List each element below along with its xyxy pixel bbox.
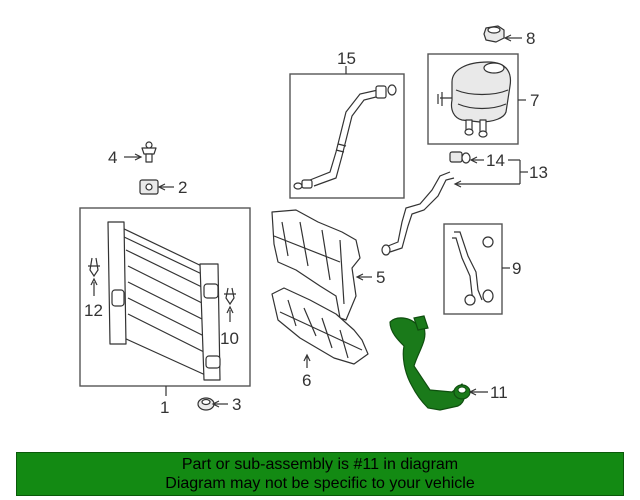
tank-part-7[interactable]: [427, 53, 519, 145]
fastener-part-4[interactable]: [141, 141, 157, 163]
hose-part-13[interactable]: [381, 171, 455, 256]
label-1: 1: [160, 398, 169, 417]
label-10: 10: [220, 329, 239, 348]
banner-line-1: Part or sub-assembly is #11 in diagram: [181, 456, 459, 473]
label-8: 8: [526, 29, 535, 48]
grommet-part-3[interactable]: [197, 397, 215, 411]
hose-part-15[interactable]: [289, 73, 405, 199]
hose-part-11[interactable]: [389, 315, 471, 411]
label-14: 14: [486, 151, 505, 170]
label-4: 4: [108, 148, 117, 167]
label-9: 9: [512, 259, 521, 278]
banner-line-2: Diagram may not be specific to your vehi…: [165, 475, 475, 492]
bushing-part-2[interactable]: [139, 179, 159, 195]
label-7: 7: [530, 91, 539, 110]
cap-part-8[interactable]: [483, 25, 505, 43]
clip-part-10[interactable]: [224, 287, 236, 306]
label-15: 15: [337, 49, 356, 68]
parts-diagram: 1 12 10 4 2 3: [79, 25, 548, 417]
hose-part-9[interactable]: [443, 223, 503, 315]
label-5: 5: [376, 268, 385, 287]
part-info-banner: Part or sub-assembly is #11 in diagram D…: [16, 452, 624, 496]
label-11: 11: [490, 383, 508, 402]
label-2: 2: [178, 178, 187, 197]
label-6: 6: [302, 371, 311, 390]
shroud-part-5[interactable]: [271, 209, 361, 321]
clamp-part-14[interactable]: [449, 151, 471, 164]
shroud-part-6[interactable]: [271, 287, 369, 365]
label-3: 3: [232, 395, 241, 414]
clip-part-12[interactable]: [88, 257, 100, 278]
label-13: 13: [529, 163, 548, 182]
label-12: 12: [84, 301, 103, 320]
radiator-part-1[interactable]: [79, 207, 251, 387]
